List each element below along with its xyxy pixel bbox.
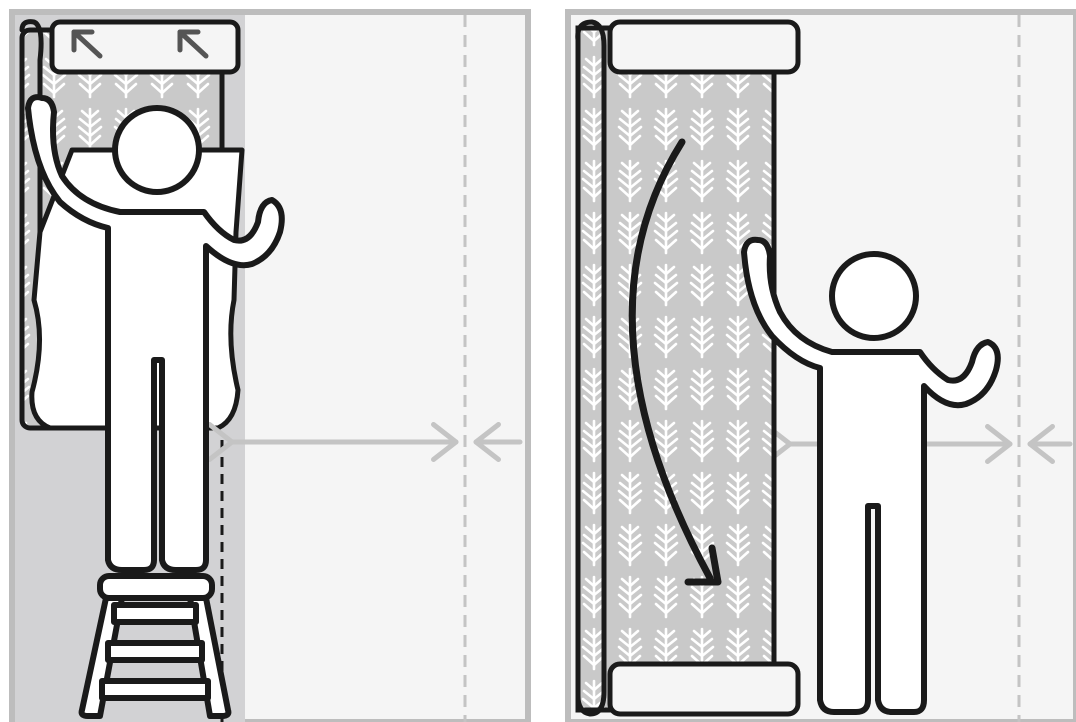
wallpaper-drop-edge-curl bbox=[575, 19, 607, 717]
wallpaper-bottom-roll bbox=[607, 661, 801, 717]
person-head bbox=[112, 105, 202, 195]
wallpaper-drop-curl bbox=[19, 19, 44, 403]
person-body bbox=[741, 236, 1001, 715]
wallpaper-top-roll bbox=[607, 19, 801, 75]
curved-down-arrow-icon bbox=[628, 138, 722, 586]
person-on-step-stool bbox=[25, 94, 285, 573]
panel-2 bbox=[565, 9, 1076, 722]
person-body bbox=[25, 94, 285, 573]
up-left-arrow-icon bbox=[71, 29, 103, 59]
up-left-arrow-icon bbox=[177, 29, 209, 59]
person-standing bbox=[741, 236, 1001, 715]
wallpaper-drop bbox=[575, 25, 777, 713]
step-stool bbox=[78, 573, 232, 719]
person-head bbox=[829, 251, 919, 341]
panel-1 bbox=[9, 9, 531, 722]
